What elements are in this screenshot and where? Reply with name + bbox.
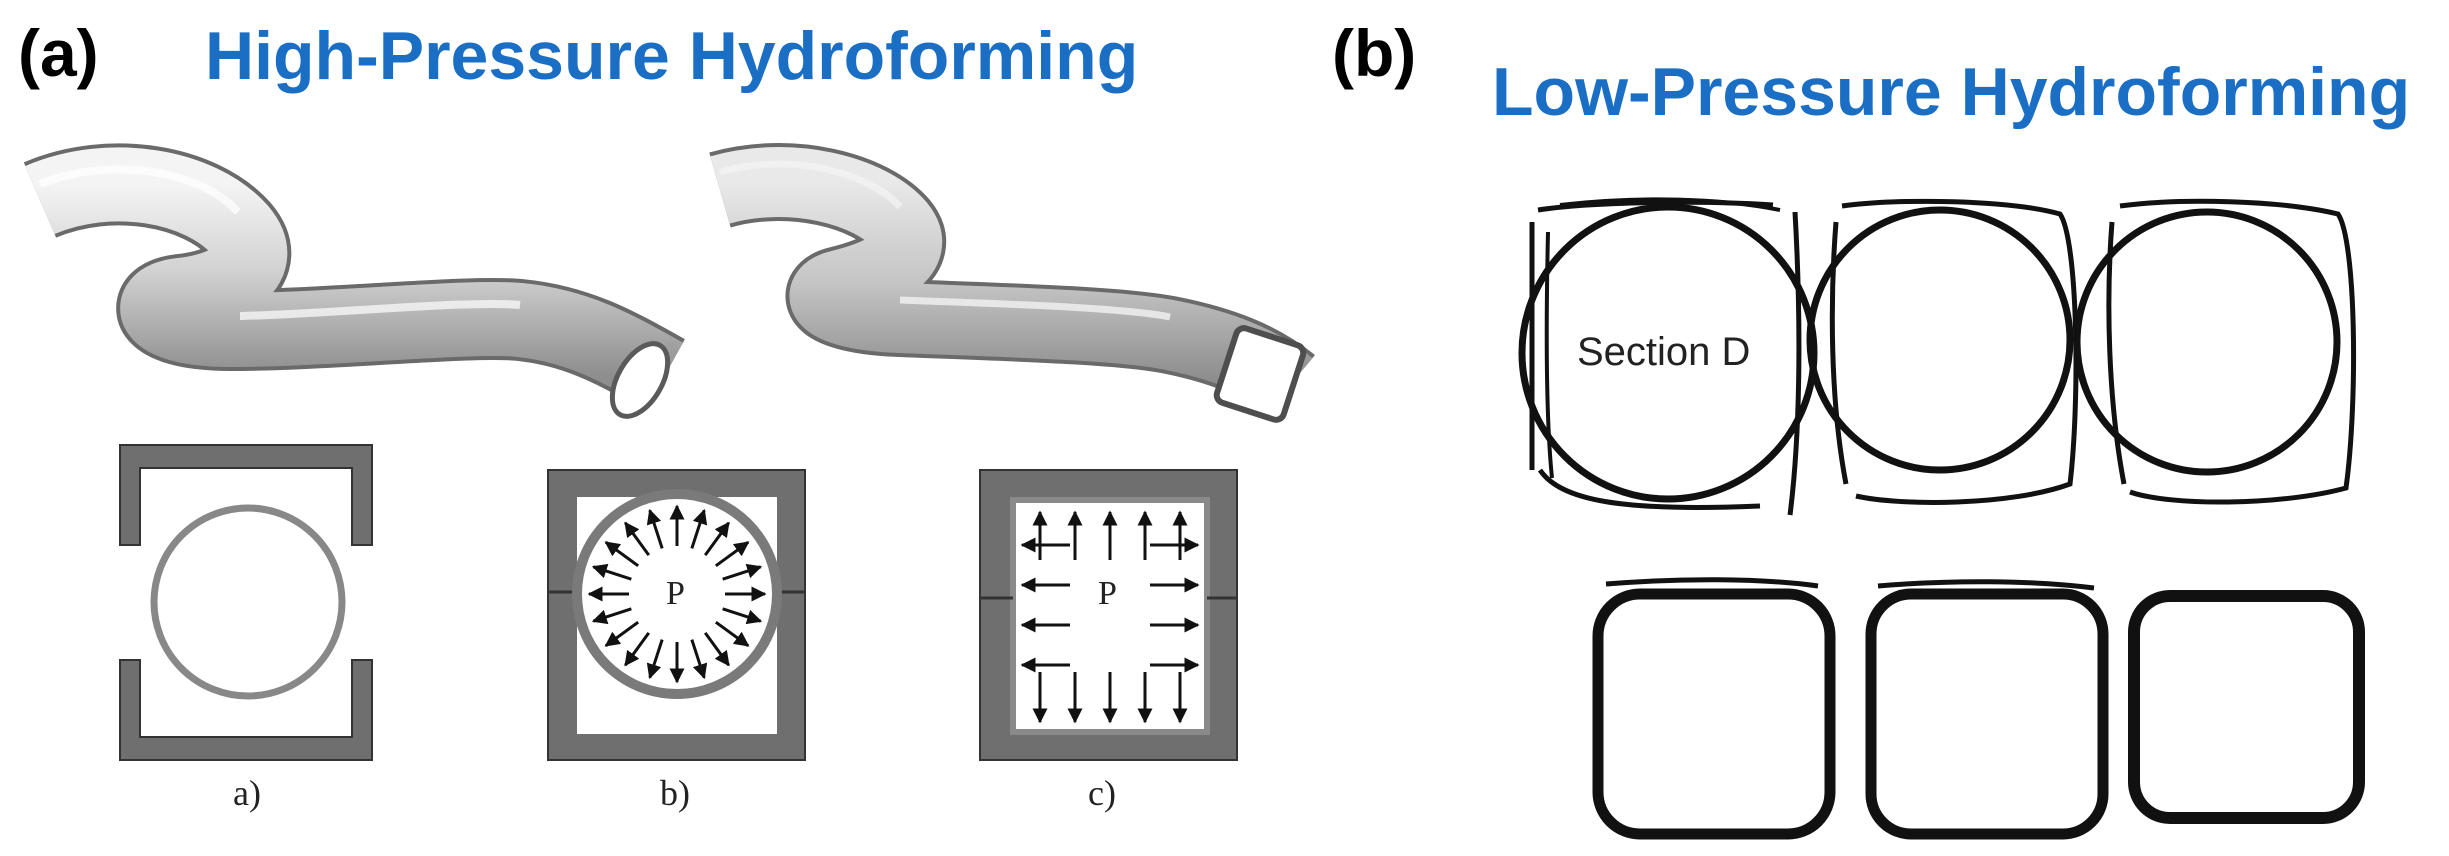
panel-a-label: (a)	[18, 16, 99, 90]
section-d-label: Section D	[1577, 330, 1751, 374]
pressure-arrow	[704, 521, 730, 557]
pressure-arrow	[604, 541, 640, 567]
panel-a-title: High-Pressure Hydroforming	[205, 18, 1139, 94]
panel-b-title: Low-Pressure Hydroforming	[1492, 54, 2411, 130]
pressure-arrow	[624, 631, 650, 667]
pressure-arrow	[604, 621, 640, 647]
pressure-label-b: P	[666, 575, 685, 612]
pressure-label-c: P	[1098, 575, 1117, 612]
caption-a: a)	[233, 773, 261, 813]
die-section-a	[119, 444, 373, 761]
pressure-arrow	[591, 607, 632, 625]
square-tube-3d	[709, 143, 1315, 423]
caption-b: b)	[660, 773, 690, 813]
pressure-arrow	[722, 607, 763, 625]
pressure-arrow	[646, 508, 664, 549]
panel-b-label: (b)	[1332, 16, 1417, 90]
die-section-c	[979, 469, 1238, 761]
pressure-arrow	[690, 639, 708, 680]
pressure-arrow	[714, 541, 750, 567]
pressure-arrow	[714, 621, 750, 647]
pressure-arrow	[722, 563, 763, 581]
die-section-b	[547, 469, 806, 761]
pressure-arrow	[690, 508, 708, 549]
pressure-arrow	[591, 563, 632, 581]
low-pressure-row-1	[1518, 197, 2357, 516]
pressure-arrow	[646, 639, 664, 680]
pressure-arrow	[704, 631, 730, 667]
caption-c: c)	[1088, 773, 1116, 813]
pressure-arrow	[624, 521, 650, 557]
round-tube-3d	[23, 143, 685, 419]
low-pressure-row-2	[1592, 577, 2365, 840]
